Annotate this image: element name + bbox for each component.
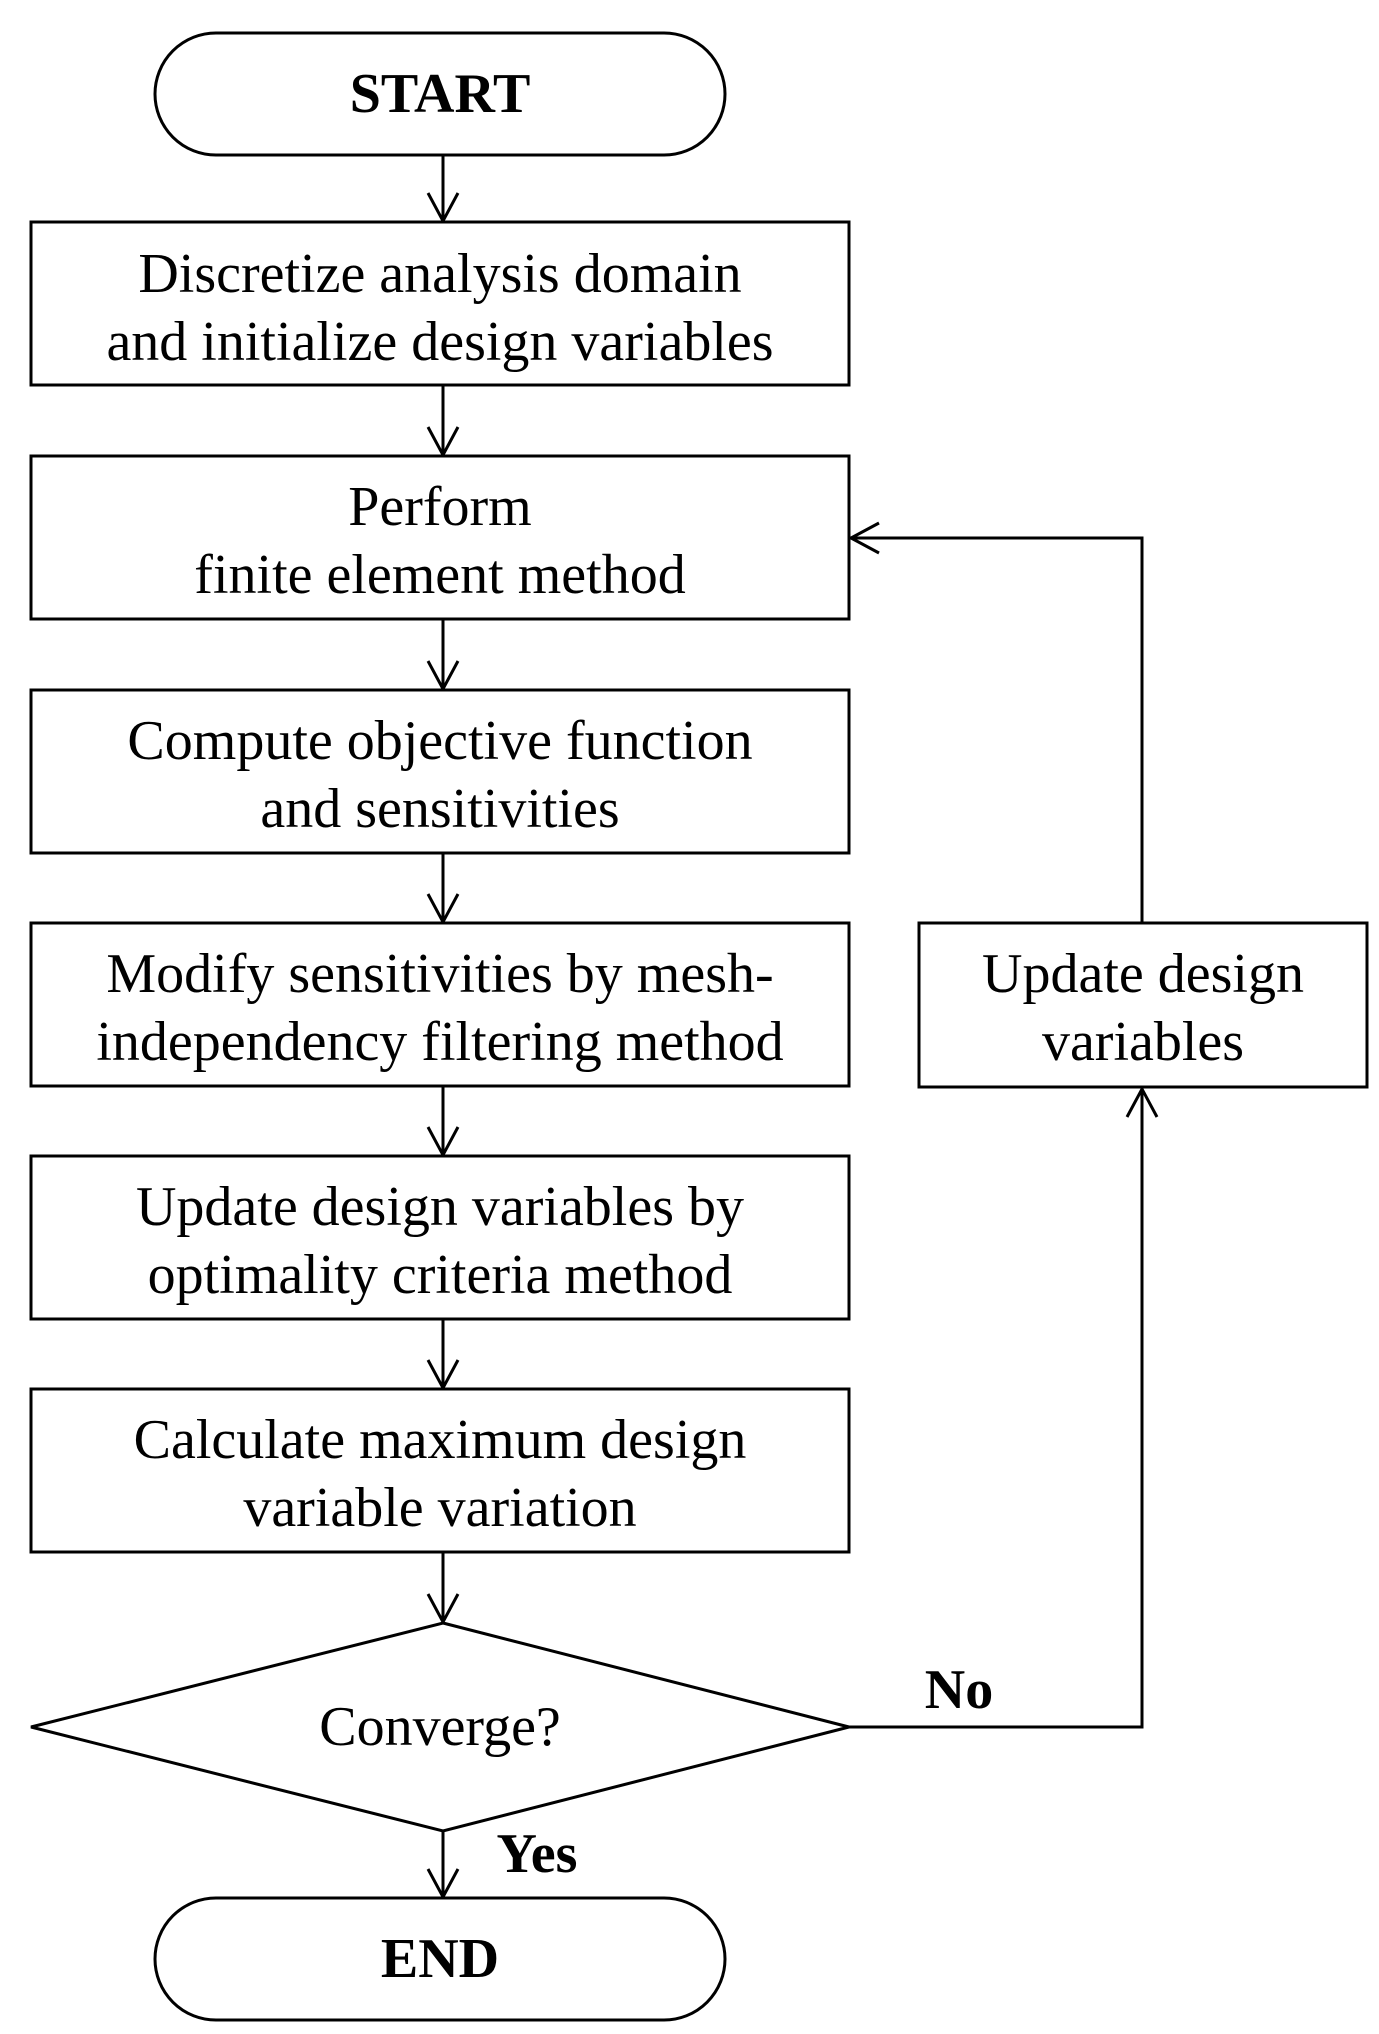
step-calculate-variation: Calculate maximum design variable variat… xyxy=(29,1387,851,1554)
step-compute-objective: Compute objective function and sensitivi… xyxy=(29,688,851,855)
start-label: START xyxy=(350,63,531,125)
step-discretize-domain-line1: Discretize analysis domain xyxy=(138,243,741,305)
step-calculate-variation-line1: Calculate maximum design xyxy=(134,1409,747,1471)
end-label: END xyxy=(381,1928,499,1990)
step-update-oc-line2: optimality criteria method xyxy=(148,1244,733,1306)
arrow-loop-back xyxy=(847,521,1144,923)
decision-label: Converge? xyxy=(319,1696,561,1758)
step-compute-objective-line2: and sensitivities xyxy=(260,778,619,840)
side-step-update-variables: Update design variables xyxy=(917,921,1369,1089)
step-compute-objective-box xyxy=(29,688,851,855)
start-terminator: START xyxy=(153,31,727,157)
step-modify-sensitivities-box xyxy=(29,921,851,1088)
step-update-oc: Update design variables by optimality cr… xyxy=(29,1154,851,1321)
step-modify-sensitivities-line2: independency filtering method xyxy=(96,1011,783,1073)
side-step-line1: Update design xyxy=(982,943,1304,1005)
step-finite-element-box xyxy=(29,454,851,621)
arrow-yes-branch xyxy=(426,1831,460,1901)
step-finite-element-line1: Perform xyxy=(348,476,532,538)
step-modify-sensitivities: Modify sensitivities by mesh- independen… xyxy=(29,921,851,1088)
step-discretize-domain-line2: and initialize design variables xyxy=(106,311,773,373)
arrow-start-to-discretize xyxy=(426,155,460,225)
arrow-filter-to-oc xyxy=(426,1086,460,1159)
step-modify-sensitivities-line1: Modify sensitivities by mesh- xyxy=(106,943,773,1005)
edge-label-yes: Yes xyxy=(497,1823,578,1885)
step-discretize-domain: Discretize analysis domain and initializ… xyxy=(29,220,851,387)
arrow-no-branch xyxy=(849,1085,1159,1729)
step-calculate-variation-box xyxy=(29,1387,851,1554)
step-finite-element-line2: finite element method xyxy=(194,544,685,606)
arrow-discretize-to-fem xyxy=(426,385,460,459)
start-shape xyxy=(153,31,727,157)
decision-converge: Converge? xyxy=(30,1621,850,1833)
end-shape xyxy=(153,1896,727,2022)
step-calculate-variation-line2: variable variation xyxy=(243,1477,636,1539)
arrow-calculate-to-decision xyxy=(426,1552,460,1626)
edge-label-no: No xyxy=(925,1659,993,1721)
step-discretize-domain-box xyxy=(29,220,851,387)
step-update-oc-box xyxy=(29,1154,851,1321)
arrow-fem-to-objective xyxy=(426,619,460,693)
step-update-oc-line1: Update design variables by xyxy=(136,1176,744,1238)
step-compute-objective-line1: Compute objective function xyxy=(127,710,752,772)
end-terminator: END xyxy=(153,1896,727,2022)
step-finite-element: Perform finite element method xyxy=(29,454,851,621)
arrow-objective-to-filter xyxy=(426,853,460,926)
side-step-line2: variables xyxy=(1042,1011,1244,1073)
side-step-box xyxy=(917,921,1369,1089)
arrow-oc-to-calculate xyxy=(426,1319,460,1392)
